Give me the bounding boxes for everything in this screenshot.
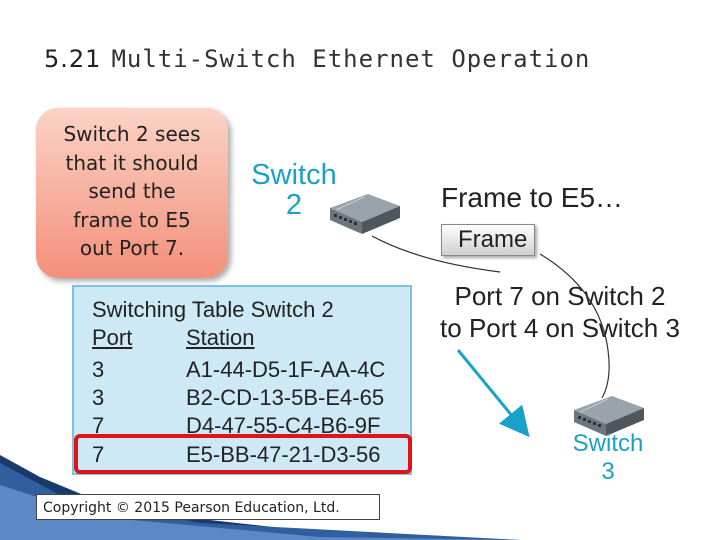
- table-cell-station: E5-BB-47-21-D3-56: [186, 442, 381, 467]
- network-switch-icon: [574, 396, 644, 436]
- port-note: Port 7 on Switch 2 to Port 4 on Switch 3: [424, 280, 696, 344]
- switch-3-label-line2: 3: [601, 458, 615, 485]
- title-text: Multi-Switch Ethernet Operation: [111, 45, 591, 73]
- table-title: Switching Table Switch 2: [92, 297, 334, 322]
- table-cell-station: B2-CD-13-5B-E4-65: [186, 385, 385, 410]
- switching-table: Switching Table Switch 2 Port Station 3 …: [72, 285, 412, 475]
- network-switch-icon: [330, 194, 400, 234]
- switch-3-label: Switch 3: [560, 430, 656, 486]
- callout-box: Switch 2 sees that it should send the fr…: [36, 108, 228, 278]
- port-note-line2: to Port 4 on Switch 3: [440, 313, 680, 343]
- table-cell-port: 7: [92, 442, 105, 467]
- column-header-port: Port: [92, 325, 133, 350]
- port-note-line1: Port 7 on Switch 2: [454, 281, 666, 311]
- table-cell-station: A1-44-D5-1F-AA-4C: [186, 357, 386, 382]
- switch-2-label: Switch 2: [246, 160, 342, 220]
- switch-3-label-line1: Switch: [572, 430, 644, 457]
- column-header-station: Station: [186, 325, 255, 350]
- section-number: 5.21: [44, 45, 102, 73]
- frame-box: Frame: [441, 224, 535, 256]
- callout-line: that it should: [65, 150, 199, 175]
- direction-arrow: [456, 349, 530, 438]
- callout-line: send the: [88, 179, 176, 203]
- callout-line: out Port 7.: [79, 236, 185, 260]
- switch-2-label-line1: Switch: [251, 159, 337, 191]
- table-cell-port: 3: [92, 357, 105, 382]
- table-cell-port: 3: [92, 385, 105, 410]
- row-highlight: [74, 434, 412, 474]
- callout-line: frame to E5: [73, 207, 191, 232]
- table-cell-station: D4-47-55-C4-B6-9F: [186, 413, 381, 438]
- frame-caption: Frame to E5…: [441, 182, 624, 213]
- callout-line: Switch 2 sees: [63, 122, 201, 146]
- copyright-notice: Copyright © 2015 Pearson Education, Ltd.: [36, 494, 380, 520]
- table-cell-port: 7: [92, 413, 105, 438]
- page-title: 5.21 Multi-Switch Ethernet Operation: [44, 44, 590, 74]
- switch-2-label-line2: 2: [285, 189, 303, 221]
